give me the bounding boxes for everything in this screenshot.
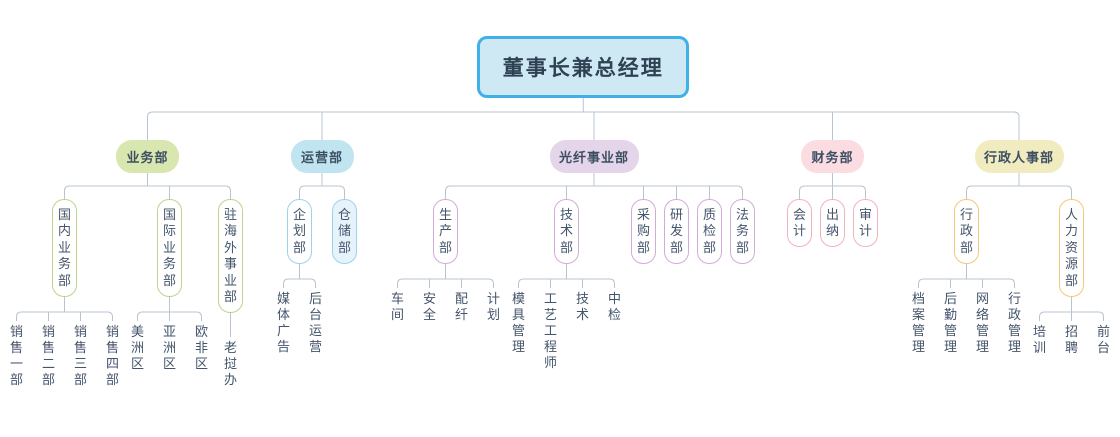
connector-line xyxy=(137,297,202,321)
sub-department-label: 行政部 xyxy=(959,206,973,255)
sub-department-node[interactable]: 法务部 xyxy=(730,199,755,264)
sub-department-node[interactable]: 人力资源部 xyxy=(1059,199,1084,297)
leaf-node[interactable]: 后勤管理 xyxy=(943,291,957,354)
connector-line xyxy=(64,173,231,199)
sub-department-node[interactable]: 生产部 xyxy=(433,199,458,264)
connector-line xyxy=(966,173,1072,199)
sub-department-label: 技术部 xyxy=(559,206,573,255)
leaf-node[interactable]: 计划 xyxy=(486,291,500,322)
department-node[interactable]: 运营部 xyxy=(290,140,354,173)
root-node[interactable]: 董事长兼总经理 xyxy=(477,36,690,98)
department-node[interactable]: 财务部 xyxy=(801,140,864,173)
leaf-node[interactable]: 销售一部 xyxy=(9,324,23,387)
sub-department-node[interactable]: 行政部 xyxy=(954,199,979,264)
connector-line xyxy=(918,264,1015,288)
leaf-node[interactable]: 老挝办 xyxy=(223,340,237,387)
sub-department-node[interactable]: 国内业务部 xyxy=(52,199,77,297)
sub-department-node[interactable]: 国际业务部 xyxy=(157,199,182,297)
leaf-node[interactable]: 车间 xyxy=(390,291,404,322)
connector-line xyxy=(518,264,615,288)
leaf-node[interactable]: 前台 xyxy=(1096,324,1110,355)
sub-department-node[interactable]: 驻海外事业部 xyxy=(218,199,243,313)
sub-department-label: 会计 xyxy=(792,206,806,239)
leaf-node[interactable]: 档案管理 xyxy=(911,291,925,354)
sub-department-label: 出纳 xyxy=(825,206,839,239)
leaf-node[interactable]: 销售三部 xyxy=(73,324,87,387)
connector-line xyxy=(16,297,113,321)
sub-department-label: 驻海外事业部 xyxy=(223,206,237,305)
sub-department-label: 研发部 xyxy=(669,206,683,255)
connector-line xyxy=(445,173,743,199)
sub-department-node[interactable]: 研发部 xyxy=(664,199,689,264)
connector-line xyxy=(799,173,866,199)
leaf-node[interactable]: 中检 xyxy=(607,291,621,322)
leaf-node[interactable]: 培训 xyxy=(1032,324,1046,355)
leaf-node[interactable]: 技术 xyxy=(575,291,589,322)
sub-department-node[interactable]: 企划部 xyxy=(287,199,312,264)
sub-department-label: 国内业务部 xyxy=(57,206,71,288)
leaf-node[interactable]: 美洲区 xyxy=(130,324,144,371)
connector-line xyxy=(147,98,1020,140)
leaf-node[interactable]: 媒体广告 xyxy=(276,291,290,354)
sub-department-label: 法务部 xyxy=(735,206,749,255)
leaf-node[interactable]: 欧非区 xyxy=(194,324,208,371)
sub-department-label: 企划部 xyxy=(292,206,306,255)
connector-line xyxy=(299,173,345,199)
sub-department-label: 仓储部 xyxy=(337,206,351,255)
sub-department-node[interactable]: 采购部 xyxy=(631,199,656,264)
sub-department-node[interactable]: 会计 xyxy=(787,199,812,247)
leaf-node[interactable]: 工艺工程师 xyxy=(543,291,557,370)
leaf-node[interactable]: 模具管理 xyxy=(511,291,525,354)
sub-department-label: 质检部 xyxy=(702,206,716,255)
leaf-node[interactable]: 配纤 xyxy=(454,291,468,322)
leaf-node[interactable]: 销售二部 xyxy=(41,324,55,387)
leaf-node[interactable]: 网络管理 xyxy=(975,291,989,354)
sub-department-node[interactable]: 出纳 xyxy=(820,199,845,247)
sub-department-node[interactable]: 质检部 xyxy=(697,199,722,264)
department-node[interactable]: 光纤事业部 xyxy=(549,140,639,173)
sub-department-node[interactable]: 审计 xyxy=(853,199,878,247)
connector-line xyxy=(283,264,316,288)
sub-department-label: 国际业务部 xyxy=(162,206,176,288)
leaf-node[interactable]: 销售四部 xyxy=(105,324,119,387)
sub-department-label: 人力资源部 xyxy=(1064,206,1078,288)
sub-department-label: 生产部 xyxy=(438,206,452,255)
leaf-node[interactable]: 后台运营 xyxy=(308,291,322,354)
sub-department-label: 审计 xyxy=(858,206,872,239)
leaf-node[interactable]: 亚洲区 xyxy=(162,324,176,371)
department-node[interactable]: 行政人事部 xyxy=(974,140,1064,173)
sub-department-node[interactable]: 技术部 xyxy=(554,199,579,264)
department-node[interactable]: 业务部 xyxy=(116,140,179,173)
connector-line xyxy=(397,264,494,288)
connector-line xyxy=(1039,297,1104,321)
sub-department-node[interactable]: 仓储部 xyxy=(332,199,357,264)
leaf-node[interactable]: 招聘 xyxy=(1064,324,1078,355)
sub-department-label: 采购部 xyxy=(636,206,650,255)
leaf-node[interactable]: 安全 xyxy=(422,291,436,322)
leaf-node[interactable]: 行政管理 xyxy=(1007,291,1021,354)
